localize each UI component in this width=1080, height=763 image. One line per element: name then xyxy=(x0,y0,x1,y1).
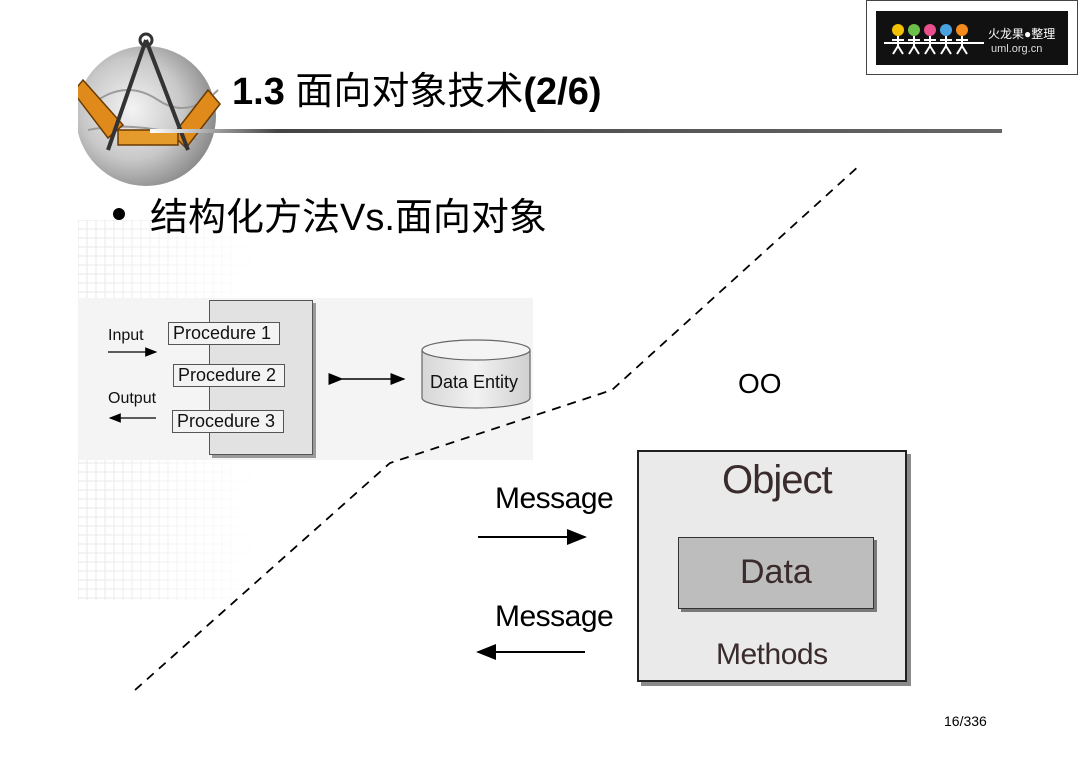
logo-panel: 火龙果●整理 uml.org.cn xyxy=(876,11,1068,65)
bullet-point xyxy=(113,208,125,220)
input-label: Input xyxy=(108,327,144,344)
data-entity-label: Data Entity xyxy=(430,372,519,392)
title-part: (2/6) xyxy=(523,71,602,113)
title-number: 1.3 xyxy=(232,71,285,113)
data-box xyxy=(678,537,874,609)
slide-title: 1.3 面向对象技术(2/6) xyxy=(232,60,602,115)
procedure-1-box: Procedure 1 xyxy=(168,322,280,345)
compass-globe-icon xyxy=(78,32,221,186)
procedure-3-box: Procedure 3 xyxy=(172,410,284,433)
title-underline xyxy=(150,129,1002,133)
output-label: Output xyxy=(108,390,157,407)
data-entity-cylinder xyxy=(421,339,531,409)
message-in-label: Message xyxy=(495,482,614,515)
page-number: 16/336 xyxy=(944,713,987,729)
title-text: 面向对象技术 xyxy=(284,71,524,113)
object-label: Object xyxy=(722,458,833,502)
dashed-divider xyxy=(134,164,861,691)
logo-text-url: uml.org.cn xyxy=(991,43,1043,55)
message-out-label: Message xyxy=(495,600,614,633)
data-label: Data xyxy=(740,553,812,591)
people-logo-icon xyxy=(884,24,984,55)
bullet-text: 结构化方法Vs.面向对象 xyxy=(150,197,547,239)
oo-label: OO xyxy=(738,368,782,399)
logo-text-primary: 火龙果●整理 xyxy=(988,27,1056,41)
procedure-2-box: Procedure 2 xyxy=(173,364,285,387)
site-logo: 火龙果●整理 uml.org.cn xyxy=(866,0,1078,75)
methods-label: Methods xyxy=(716,638,828,671)
